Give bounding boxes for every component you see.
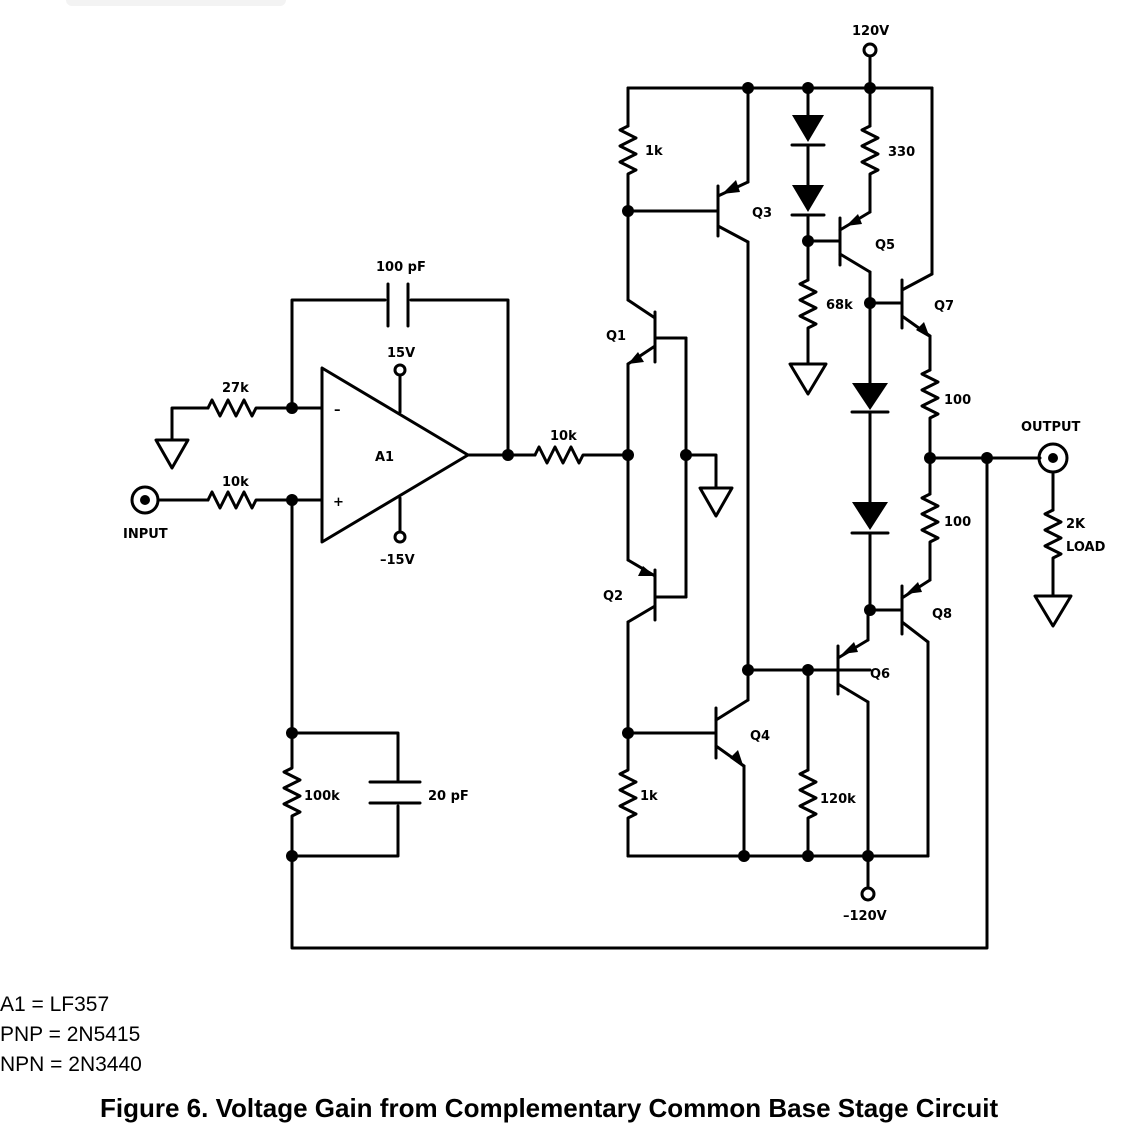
note-pnp: PNP = 2N5415 [0,1023,141,1046]
label-r-1k-top: 1k [645,144,663,159]
label-r-68k: 68k [826,298,853,313]
label-q7: Q7 [934,299,954,314]
ground-q1q2 [698,486,734,518]
note-npn: NPN = 2N3440 [0,1053,142,1076]
resistor-68k [798,278,818,366]
label-load: LOAD [1066,540,1106,555]
label-output: OUTPUT [1021,420,1081,435]
label-minus-15v: –15V [380,553,415,568]
transistor-q1 [626,298,688,366]
diode-4 [850,502,890,535]
ground-load [1033,594,1073,628]
resistor-1k-bottom [618,731,638,858]
label-q2: Q2 [603,589,623,604]
label-q6: Q6 [870,667,890,682]
transistor-q5 [806,210,872,274]
label-c-100pf: 100 pF [376,260,426,275]
label-q8: Q8 [932,607,952,622]
input-connector [130,485,160,515]
label-plus-15v: 15V [387,346,415,361]
resistor-330 [860,124,880,214]
label-plus-120v: 120V [852,24,889,39]
part-notes: A1 = LF357 PNP = 2N5415 NPN = 2N3440 [0,990,142,1080]
label-r-120k: 120k [820,792,856,807]
diode-2 [790,185,826,217]
label-r-100-top: 100 [944,393,971,408]
resistor-10k-input [206,490,294,510]
label-q3: Q3 [752,206,772,221]
transistor-q7 [868,272,934,338]
terminal-minus-120v [860,886,876,902]
resistor-100-top [920,368,940,460]
transistor-q2 [626,558,688,624]
resistor-120k [798,768,818,858]
op-amp-a1 [320,363,470,544]
label-opamp-minus: – [334,403,341,418]
label-q5: Q5 [875,238,895,253]
label-q1: Q1 [606,329,626,344]
label-c-20pf: 20 pF [428,789,469,804]
resistor-100-bottom [920,492,940,582]
resistor-10k-output [533,445,630,465]
label-r-10k-input: 10k [222,475,249,490]
label-input: INPUT [123,527,168,542]
ground-68k [788,362,828,396]
label-r-10k-output: 10k [550,429,577,444]
capacitor-100pf [386,282,410,328]
label-q4: Q4 [750,729,770,744]
label-r-2k: 2K [1066,517,1086,532]
diode-3 [850,383,890,414]
ground-27k [154,438,190,470]
label-r-27k: 27k [222,381,249,396]
note-a1: A1 = LF357 [0,993,110,1016]
capacitor-20pf [368,780,422,805]
junction-dots [286,82,993,862]
transistor-q8 [868,578,932,644]
figure-caption: Figure 6. Voltage Gain from Complementar… [100,1093,999,1123]
output-connector [1037,442,1069,474]
circuit-schematic: 120V –120V 15V –15V 100 pF 20 pF 27k 10k… [123,24,1106,950]
resistor-2k-load [1043,508,1063,598]
transistor-q3 [626,180,750,244]
resistor-1k-top [618,124,638,213]
resistor-27k [206,398,294,418]
label-r-100-bottom: 100 [944,515,971,530]
label-r-330: 330 [888,145,915,160]
label-opamp-plus: + [333,495,344,510]
label-r-100k: 100k [304,789,340,804]
transistor-q4 [626,698,750,768]
label-minus-120v: –120V [843,909,887,924]
terminal-plus-120v [862,42,878,58]
top-smudge [66,0,286,6]
diode-1 [790,115,826,147]
label-r-1k-bottom: 1k [640,789,658,804]
resistor-100k [282,731,302,858]
label-a1: A1 [375,450,394,465]
